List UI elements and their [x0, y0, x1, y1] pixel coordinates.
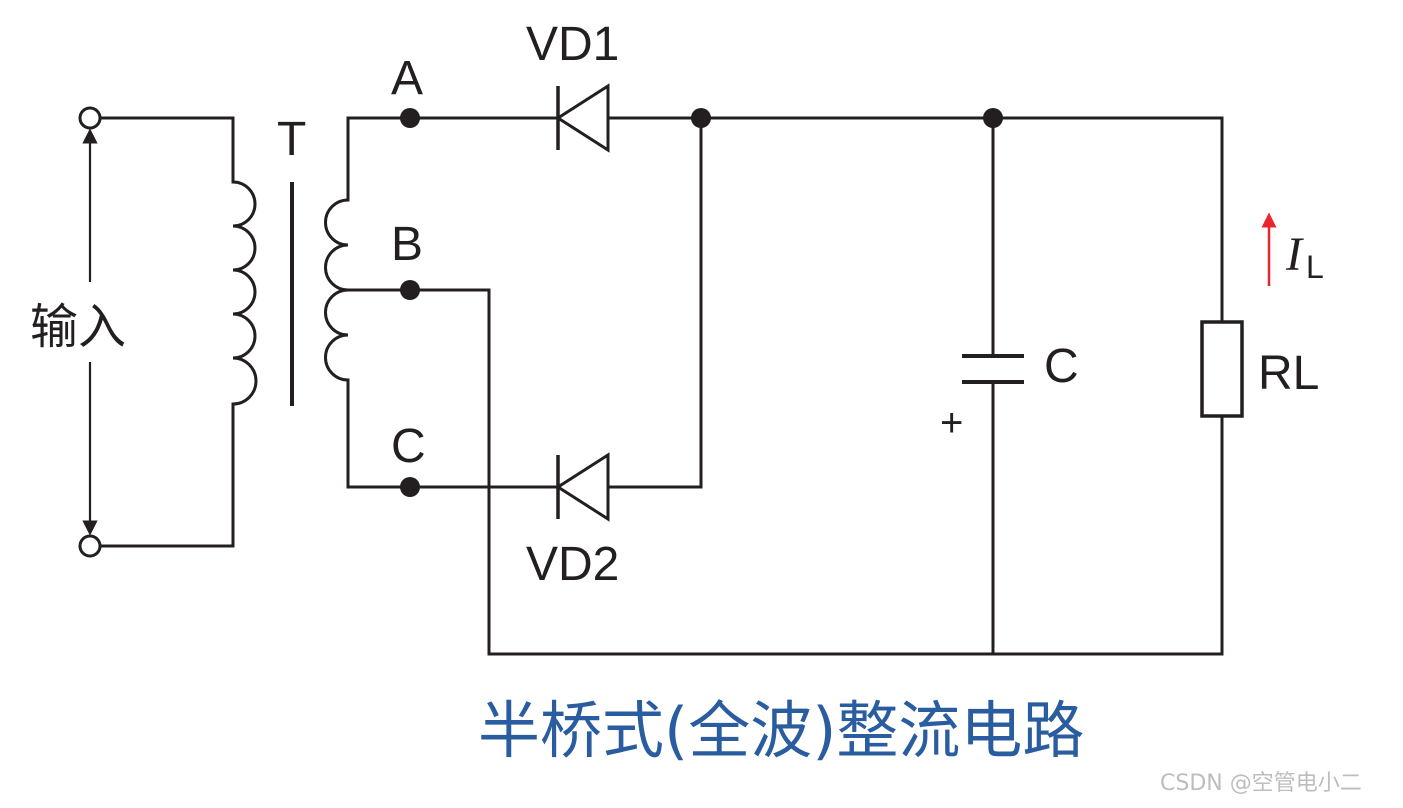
- secondary-wire-bottom: [346, 378, 412, 489]
- primary-wire-top: [98, 116, 235, 184]
- watermark: CSDN @空管电小二: [1160, 771, 1362, 796]
- capacitor-polarity: +: [940, 401, 963, 445]
- current-symbol: I: [1285, 228, 1304, 281]
- input-terminal-bottom: [78, 534, 102, 558]
- cathode-junction-node: [691, 108, 711, 128]
- primary-coil: [231, 180, 258, 406]
- input-terminal-top: [78, 106, 102, 130]
- tap-a-label: A: [391, 52, 423, 105]
- tap-b-node: [400, 280, 420, 300]
- current-subscript: L: [1306, 249, 1324, 285]
- vd2-return-wire: [606, 116, 703, 489]
- diode2-label: VD2: [526, 538, 619, 591]
- input-label: 输入: [30, 299, 126, 355]
- diode1-label: VD1: [526, 18, 619, 71]
- primary-wire-bottom: [98, 402, 235, 548]
- center-tap-wire: [346, 288, 1224, 656]
- tap-b-label: B: [391, 218, 423, 271]
- diagram-title: 半桥式(全波)整流电路: [478, 694, 1084, 767]
- capacitor-label: C: [1044, 340, 1079, 393]
- rail-vd1-to-load: [606, 116, 1224, 324]
- diode-vd2: [555, 452, 610, 522]
- resistor-label: RL: [1258, 347, 1319, 400]
- secondary-wire-top: [346, 116, 412, 202]
- transformer-label: T: [277, 113, 306, 166]
- tap-c-label: C: [391, 420, 426, 473]
- load-resistor: [1200, 320, 1244, 418]
- secondary-coil: [324, 198, 350, 382]
- diode-vd1: [555, 83, 610, 153]
